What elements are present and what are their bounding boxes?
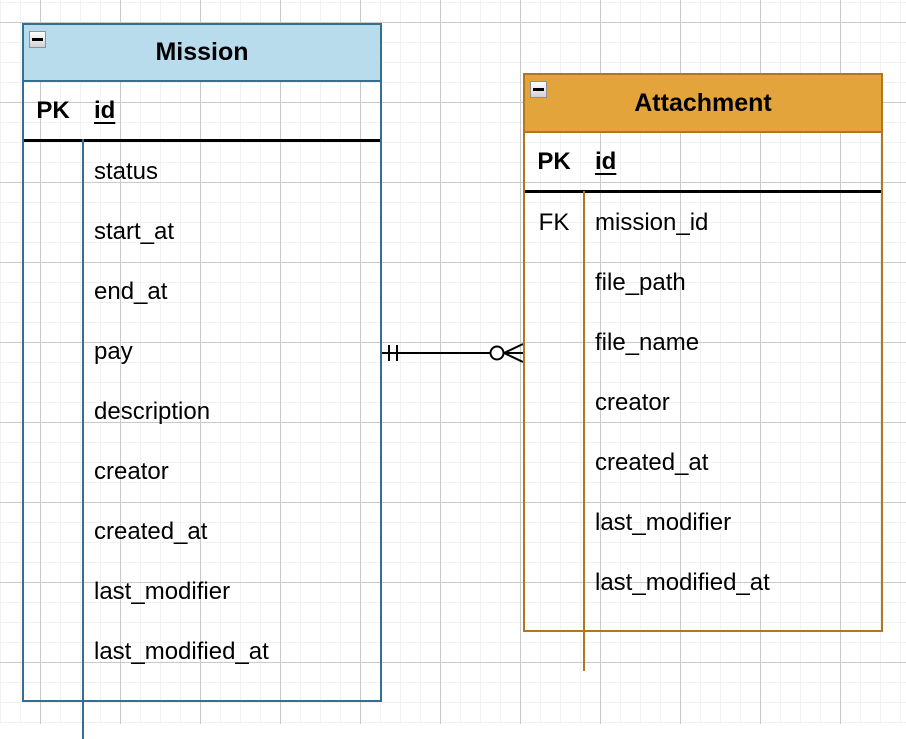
row-key: FK — [538, 209, 570, 236]
table-row[interactable]: creator — [24, 442, 380, 502]
table-row[interactable]: status — [24, 142, 380, 202]
relationship-edge[interactable] — [0, 0, 906, 724]
row-field: creator — [595, 389, 670, 416]
row-field: end_at — [94, 278, 168, 305]
row-field: id — [595, 147, 617, 175]
row-key — [525, 373, 583, 433]
entity-mission-header[interactable]: Mission — [24, 25, 380, 82]
row-key — [24, 382, 82, 442]
row-key — [525, 433, 583, 493]
row-field: status — [94, 158, 159, 185]
entity-mission-rows: PK id status start_at end_at pay desc — [24, 82, 380, 739]
row-field: start_at — [94, 218, 175, 245]
entity-attachment[interactable]: Attachment PK id FK mission_id file_path… — [523, 73, 883, 671]
row-field: file_path — [595, 269, 686, 296]
row-field: last_modifier — [595, 509, 732, 536]
collapse-button[interactable] — [29, 31, 46, 48]
row-field: id — [94, 96, 116, 124]
row-key — [24, 562, 82, 622]
entity-attachment-rows: PK id FK mission_id file_path file_name … — [525, 133, 881, 671]
row-field: created_at — [94, 518, 208, 545]
row-key: PK — [36, 96, 70, 124]
minus-icon — [533, 88, 544, 91]
table-row[interactable]: pay — [24, 322, 380, 382]
table-row[interactable]: last_modifier — [525, 493, 881, 553]
row-key — [525, 493, 583, 553]
table-row[interactable]: created_at — [24, 502, 380, 562]
collapse-button[interactable] — [530, 81, 547, 98]
row-key — [525, 553, 583, 613]
table-row[interactable]: last_modifier — [24, 562, 380, 622]
row-key: PK — [537, 147, 571, 175]
one-and-only-one-marker — [388, 345, 398, 361]
entity-mission[interactable]: Mission PK id status start_at end_at — [22, 23, 382, 739]
entity-title: Mission — [155, 38, 249, 66]
minus-icon — [32, 38, 43, 41]
row-field: last_modifier — [94, 578, 231, 605]
row-key — [24, 262, 82, 322]
row-field: pay — [94, 338, 133, 365]
table-row[interactable]: last_modified_at — [24, 622, 380, 682]
table-row[interactable]: last_modified_at — [525, 553, 881, 613]
table-row[interactable]: description — [24, 382, 380, 442]
row-field: last_modified_at — [94, 638, 269, 665]
table-row[interactable]: start_at — [24, 202, 380, 262]
row-field: file_name — [595, 329, 700, 356]
table-row[interactable]: file_name — [525, 313, 881, 373]
row-key — [525, 313, 583, 373]
row-field: mission_id — [595, 209, 709, 236]
row-key — [24, 442, 82, 502]
row-key — [24, 322, 82, 382]
table-row[interactable]: PK id — [525, 133, 881, 193]
zero-or-many-marker — [489, 343, 524, 363]
row-key — [24, 622, 82, 682]
table-row[interactable]: file_path — [525, 253, 881, 313]
row-field: creator — [94, 458, 169, 485]
row-field: created_at — [595, 449, 709, 476]
row-key — [24, 502, 82, 562]
row-key — [24, 142, 82, 202]
key-column-divider — [82, 139, 84, 739]
table-row[interactable]: FK mission_id — [525, 193, 881, 253]
table-row[interactable]: PK id — [24, 82, 380, 142]
row-key — [24, 202, 82, 262]
table-row[interactable]: creator — [525, 373, 881, 433]
table-row[interactable]: end_at — [24, 262, 380, 322]
row-key — [525, 253, 583, 313]
row-field: last_modified_at — [595, 569, 770, 596]
entity-attachment-header[interactable]: Attachment — [525, 75, 881, 133]
key-column-divider — [583, 191, 585, 671]
entity-title: Attachment — [634, 88, 772, 117]
table-row[interactable]: created_at — [525, 433, 881, 493]
row-field: description — [94, 398, 211, 425]
